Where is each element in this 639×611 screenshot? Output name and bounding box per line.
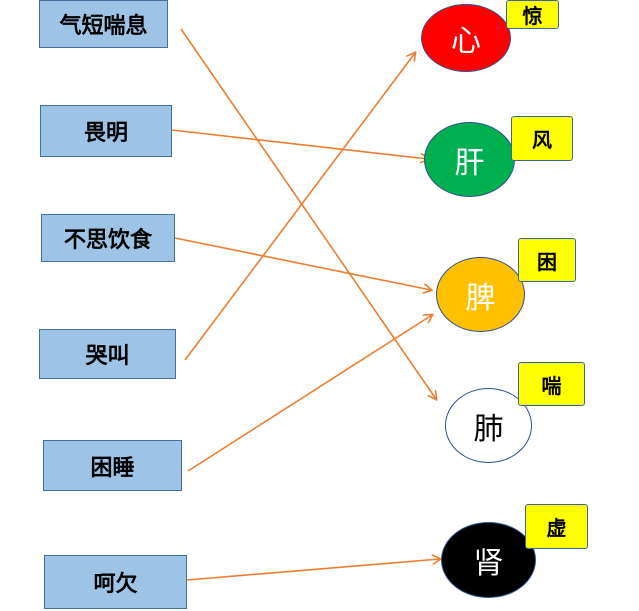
organ-label-shen: 肾 — [473, 546, 504, 581]
organ-label-xin: 心 — [451, 24, 481, 59]
organ-label-gan: 肝 — [454, 145, 485, 181]
symptom-box-weiming: 畏明 — [40, 105, 172, 157]
symptom-box-heqian: 呵欠 — [44, 555, 187, 609]
organ-tag-xin: 惊 — [506, 0, 559, 29]
arrow-qiduan-to-fei — [180, 28, 436, 399]
organ-circle-gan: 肝 — [424, 122, 515, 197]
arrow-busiyinshi-to-pi — [174, 237, 431, 290]
organ-circle-pi: 脾 — [436, 257, 525, 332]
organ-circle-xin: 心 — [421, 4, 511, 72]
arrow-kunshui-to-pi — [187, 315, 432, 472]
organ-circle-shen: 肾 — [441, 522, 536, 598]
arrow-weiming-to-gan — [171, 129, 428, 159]
arrow-heqian-to-shen — [186, 559, 440, 581]
organ-tag-gan: 风 — [511, 116, 573, 161]
organ-label-fei: 肺 — [473, 411, 504, 447]
symptom-box-kujiao: 哭叫 — [39, 329, 176, 379]
organ-tag-fei: 喘 — [518, 362, 585, 406]
organ-tag-shen: 虚 — [525, 504, 588, 549]
organ-label-pi: 脾 — [465, 280, 496, 316]
organ-tag-pi: 困 — [518, 238, 576, 282]
symptom-box-busiyinshi: 不思饮食 — [41, 214, 175, 262]
organ-circle-fei: 肺 — [445, 388, 532, 463]
symptom-box-kunshui: 困睡 — [43, 440, 182, 491]
symptom-box-qiduan: 气短喘息 — [39, 0, 168, 48]
arrow-kujiao-to-xin — [184, 53, 415, 361]
